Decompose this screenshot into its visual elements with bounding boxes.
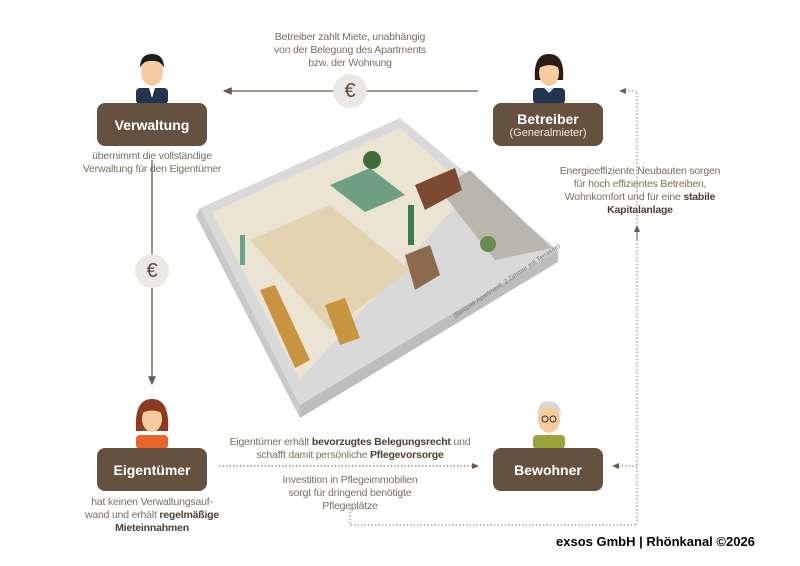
- bold-text: regelmäßige: [159, 509, 220, 521]
- text-line: sorgt für dringend benötigte: [288, 487, 412, 499]
- text-line: Wohnkomfort und für eine stabile: [550, 191, 730, 204]
- bold-text: bevorzugtes Belegungsrecht: [311, 436, 451, 448]
- bewohner-box: Bewohner: [493, 448, 603, 491]
- betreiber-avatar-icon: [533, 54, 565, 104]
- eigentuemer-avatar-icon: [135, 399, 169, 449]
- eigentuemer-title: Eigentümer: [113, 461, 191, 478]
- text-line: bzw. der Wohnung: [308, 57, 392, 69]
- right-flow-text: Energieeffiziente Neubauten sorgen für h…: [550, 165, 730, 217]
- text-line: Investition in Pflegeimmobilien: [282, 474, 418, 486]
- eigentuemer-box: Eigentümer: [97, 448, 207, 491]
- text-line: Energieeffiziente Neubauten sorgen: [559, 165, 721, 177]
- bold-text: Pflegevorsorge: [370, 449, 444, 461]
- bewohner-avatar-icon: [533, 401, 565, 449]
- betreiber-title: Betreiber: [517, 110, 579, 127]
- text-line: für hoch effizientes Betreiben,: [573, 178, 707, 190]
- text-line: von der Belegung des Apartments: [274, 44, 426, 56]
- text-line: schafft damit persönliche Pflegevorsorge: [215, 449, 485, 462]
- top-flow-text: Betreiber zahlt Miete, unabhängig von de…: [250, 31, 450, 70]
- text-line: übernimmt die vollständige: [92, 150, 212, 162]
- text-line: hat keinen Verwaltungsauf-: [91, 496, 213, 508]
- text-line: Pflegeplätze: [322, 500, 378, 512]
- text: Eigentümer erhält: [229, 436, 312, 448]
- verwaltung-desc: übernimmt die vollständige Verwaltung fü…: [62, 150, 242, 176]
- verwaltung-title: Verwaltung: [114, 116, 190, 133]
- text: wand und erhält: [84, 509, 160, 521]
- dotted-loop-right: [349, 88, 638, 526]
- text-line: Betreiber zahlt Miete, unabhängig: [274, 31, 426, 43]
- text-line: Mieteinnahmen: [67, 522, 237, 535]
- euro-icon: €: [135, 254, 169, 288]
- text-line: wand und erhält regelmäßige: [67, 509, 237, 522]
- bold-text: Kapitalanlage: [607, 204, 673, 216]
- verwaltung-box: Verwaltung: [97, 103, 207, 146]
- bold-text: stabile: [683, 191, 716, 203]
- eigentuemer-desc: hat keinen Verwaltungsauf- wand und erhä…: [67, 496, 237, 535]
- text: und: [450, 436, 471, 448]
- bottom-upper-text: Eigentümer erhält bevorzugtes Belegungsr…: [215, 436, 485, 462]
- bold-text: Mieteinnahmen: [115, 522, 189, 534]
- text-line: Kapitalanlage: [550, 204, 730, 217]
- text: schafft damit persönliche: [256, 449, 370, 461]
- text: Wohnkomfort und für eine: [564, 191, 684, 203]
- betreiber-subtitle: (Generalmieter): [509, 126, 587, 139]
- betreiber-box: Betreiber(Generalmieter): [493, 103, 603, 146]
- bewohner-title: Bewohner: [514, 461, 582, 478]
- footer-copyright: exsos GmbH | Rhönkanal ©2026: [556, 534, 755, 549]
- text-line: Verwaltung für den Eigentümer: [82, 163, 222, 175]
- apartment-illustration: [196, 118, 558, 418]
- euro-icon: €: [333, 74, 367, 108]
- text-line: Eigentümer erhält bevorzugtes Belegungsr…: [215, 436, 485, 449]
- bottom-lower-text: Investition in Pflegeimmobilien sorgt fü…: [260, 474, 440, 513]
- verwaltung-avatar-icon: [136, 54, 168, 104]
